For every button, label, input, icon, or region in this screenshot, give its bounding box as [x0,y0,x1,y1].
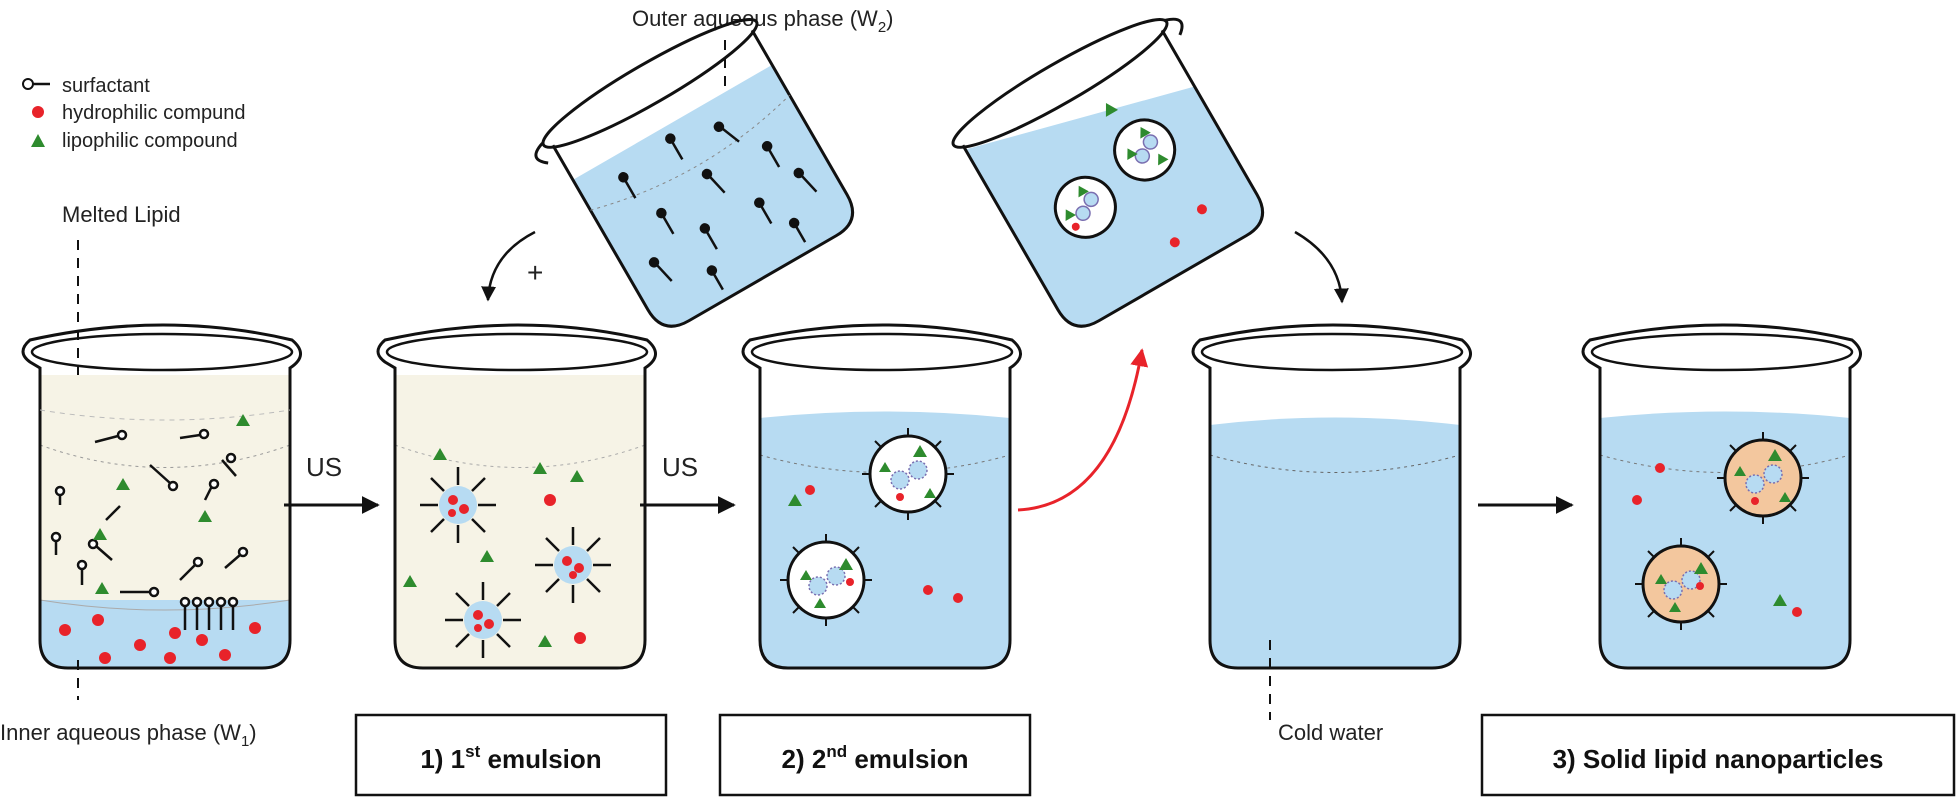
us-label-1: US [306,452,342,482]
step-2-label: 2) 2nd emulsion [782,742,969,774]
lipophilic-legend-icon [31,134,45,147]
step-3-box [1480,713,1956,797]
us-label-2: US [662,452,698,482]
legend-surfactant: surfactant [62,75,150,97]
beaker-1 [21,323,302,670]
legend-hydrophilic: hydrophilic compund [62,102,245,124]
arrow-pour-1 [481,230,536,302]
legend-lipophilic: lipophilic compound [62,130,238,152]
beaker-5 [1581,323,1862,670]
melted-lipid-label: Melted Lipid [62,202,181,227]
pouring-beaker-w2 [534,18,855,328]
arrow-transfer-red [1017,348,1149,512]
cold-water-label: Cold water [1278,720,1383,745]
legend: surfactant hydrophilic compund lipophili… [22,75,245,152]
step-1-box [354,713,668,797]
arrow-pour-2 [1294,230,1349,304]
step-2-box [718,713,1032,797]
double-emulsion-droplet [862,428,954,520]
beaker-2 [376,323,657,670]
step-3-label: 3) Solid lipid nanoparticles [1553,744,1884,774]
step-1-label: 1) 1st emulsion [420,742,601,774]
beaker-3 [741,323,1022,670]
plus-label: + [527,257,543,288]
pouring-beaker-emulsion [951,17,1265,328]
hydrophilic-legend-icon [32,106,44,118]
double-emulsion-droplet [780,534,872,626]
solid-lipid-nanoparticle [1717,432,1809,524]
outer-phase-label: Outer aqueous phase (W2) [632,6,893,36]
beaker-4 [1191,323,1472,670]
solid-lipid-nanoparticle [1635,538,1727,630]
inner-phase-label: Inner aqueous phase (W1) [0,720,257,750]
surfactant-legend-icon [22,78,50,90]
